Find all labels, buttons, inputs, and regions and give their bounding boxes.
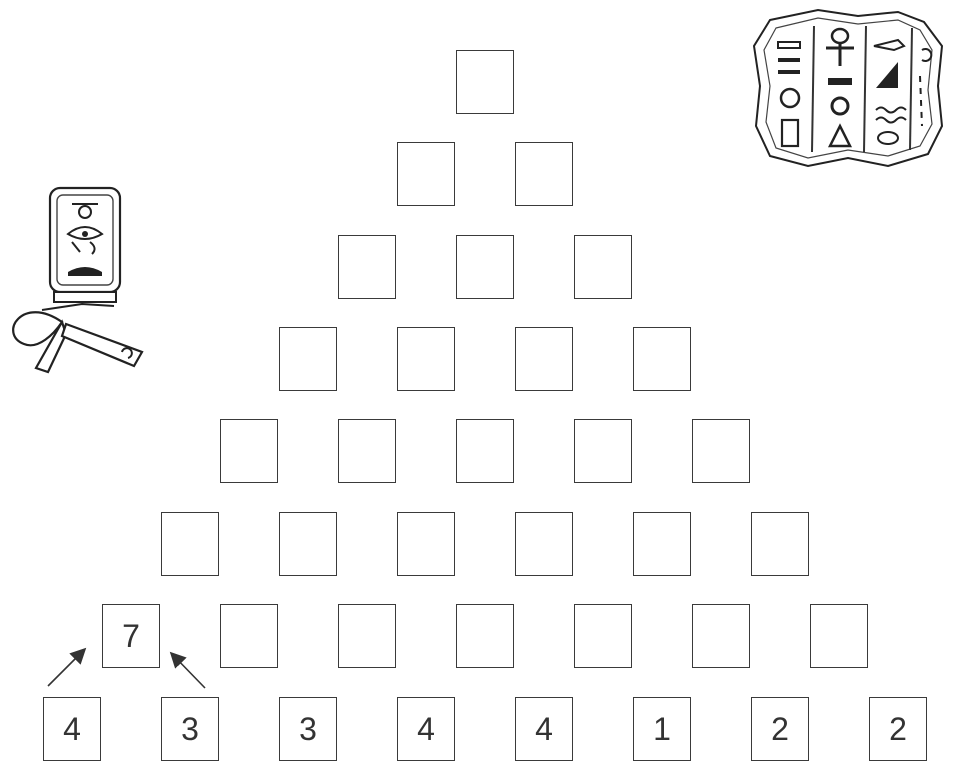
hieroglyph-tablet-icon (748, 6, 948, 174)
arrow-icon (48, 650, 84, 686)
arrow-icon (172, 654, 205, 688)
cartouche-ankh-icon (2, 184, 152, 384)
